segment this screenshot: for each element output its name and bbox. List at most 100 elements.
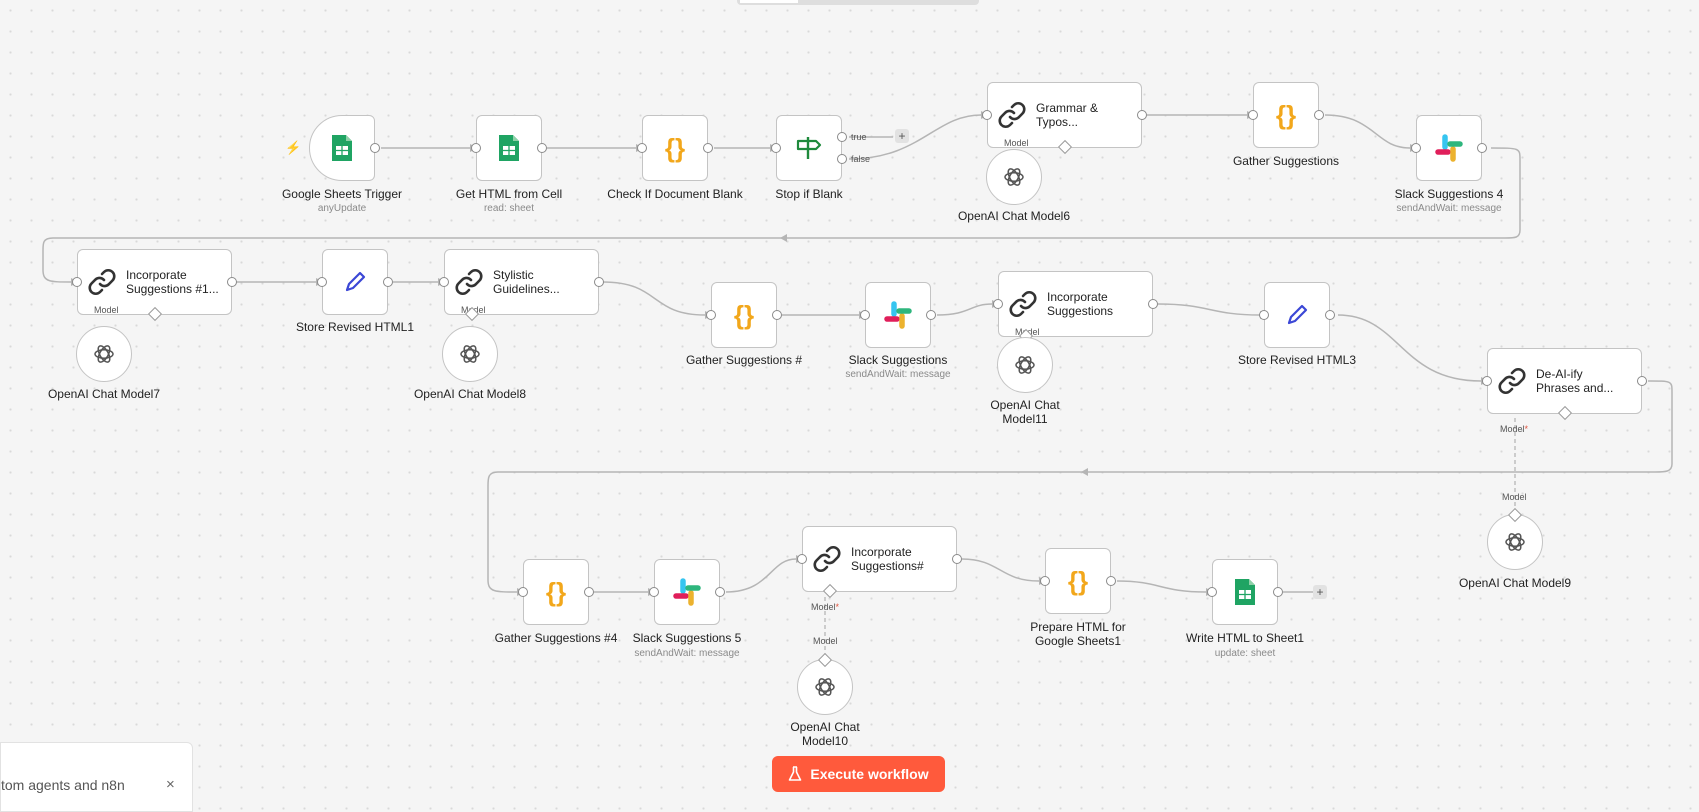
- input-port[interactable]: [637, 143, 647, 153]
- code-braces-icon: {}: [545, 576, 567, 607]
- model-required-label: Model*: [811, 602, 840, 612]
- node-prepare-html-google-sheets1[interactable]: {}: [1040, 548, 1116, 614]
- node-openai-chat-model11[interactable]: [997, 337, 1053, 393]
- node-subtitle: update: sheet: [1214, 648, 1276, 659]
- output-port[interactable]: [715, 587, 725, 597]
- node-title: Incorporate Suggestions#: [851, 545, 924, 573]
- node-incorporate-suggestions-hash[interactable]: Incorporate Suggestions#: [797, 526, 962, 599]
- node-store-revised-html3[interactable]: [1259, 282, 1335, 348]
- node-slack-suggestions-5[interactable]: [649, 559, 725, 625]
- input-port[interactable]: [1248, 110, 1258, 120]
- node-label: Google Sheets Trigger: [281, 187, 403, 201]
- output-port[interactable]: [1273, 587, 1283, 597]
- input-port[interactable]: [471, 143, 481, 153]
- node-label: Write HTML to Sheet1: [1185, 631, 1305, 645]
- node-openai-chat-model10[interactable]: [797, 652, 853, 715]
- connection: [848, 114, 982, 160]
- node-stylistic-guidelines[interactable]: Stylistic Guidelines... Model: [439, 249, 604, 322]
- node-store-revised-html1[interactable]: [317, 249, 393, 315]
- top-toolbar-indicator[interactable]: [737, 0, 979, 5]
- input-port[interactable]: [1207, 587, 1217, 597]
- node-incorporate-suggestions-1[interactable]: Incorporate Suggestions #1... Model: [72, 249, 237, 322]
- google-sheets-icon: [1235, 579, 1255, 605]
- link-chain-icon: [88, 269, 116, 295]
- input-port[interactable]: [797, 554, 807, 564]
- input-port[interactable]: [706, 310, 716, 320]
- input-port[interactable]: [518, 587, 528, 597]
- output-port[interactable]: [1314, 110, 1324, 120]
- node-title: Stylistic Guidelines...: [493, 268, 560, 296]
- output-port[interactable]: [227, 277, 237, 287]
- node-gather-suggestions[interactable]: {}: [1248, 82, 1324, 148]
- signpost-icon: [796, 137, 822, 159]
- output-port-false[interactable]: [837, 154, 847, 164]
- input-port[interactable]: [860, 310, 870, 320]
- input-port[interactable]: [771, 143, 781, 153]
- close-icon[interactable]: ×: [166, 776, 175, 793]
- code-braces-icon: {}: [1067, 565, 1089, 596]
- node-subtitle: sendAndWait: message: [1396, 203, 1502, 214]
- input-port[interactable]: [439, 277, 449, 287]
- output-port[interactable]: [1637, 376, 1647, 386]
- google-sheets-icon: [499, 135, 519, 161]
- connection: [1324, 114, 1411, 149]
- node-write-html-to-sheet1[interactable]: [1207, 559, 1283, 625]
- node-grammar-typos[interactable]: Grammar & Typos... Model: [982, 82, 1147, 155]
- output-port[interactable]: [1148, 299, 1158, 309]
- input-port[interactable]: [649, 587, 659, 597]
- output-port[interactable]: [383, 277, 393, 287]
- node-label: OpenAI Chat Model11: [990, 398, 1060, 426]
- flask-icon: [789, 766, 802, 781]
- output-port[interactable]: [1325, 310, 1335, 320]
- input-port[interactable]: [993, 299, 1003, 309]
- add-node-button[interactable]: +: [1313, 585, 1327, 599]
- node-stop-if-blank[interactable]: [771, 115, 847, 181]
- input-port[interactable]: [1259, 310, 1269, 320]
- node-subtitle: sendAndWait: message: [634, 648, 740, 659]
- branch-false-label: false: [851, 154, 871, 164]
- node-google-sheets-trigger[interactable]: [309, 115, 380, 181]
- pencil-icon: [1287, 304, 1308, 325]
- output-port[interactable]: [772, 310, 782, 320]
- output-port[interactable]: [703, 143, 713, 153]
- input-port[interactable]: [1482, 376, 1492, 386]
- model-required-label: Model*: [1500, 424, 1529, 434]
- input-port[interactable]: [317, 277, 327, 287]
- input-port[interactable]: [72, 277, 82, 287]
- output-port-true[interactable]: [837, 132, 847, 142]
- add-node-button[interactable]: +: [895, 129, 909, 143]
- node-label: Prepare HTML for Google Sheets1: [1030, 620, 1126, 648]
- output-port[interactable]: [926, 310, 936, 320]
- node-openai-chat-model8[interactable]: [442, 326, 498, 382]
- output-port[interactable]: [594, 277, 604, 287]
- output-port[interactable]: [584, 587, 594, 597]
- link-chain-icon: [455, 269, 483, 295]
- node-gather-suggestions-4[interactable]: {}: [518, 559, 594, 625]
- output-port[interactable]: [537, 143, 547, 153]
- node-slack-suggestions[interactable]: [860, 282, 936, 348]
- node-title: Incorporate Suggestions: [1047, 290, 1114, 318]
- node-label: OpenAI Chat Model7: [47, 387, 161, 401]
- node-openai-chat-model6[interactable]: [986, 149, 1042, 205]
- output-port[interactable]: [1477, 143, 1487, 153]
- input-port[interactable]: [1411, 143, 1421, 153]
- node-openai-chat-model7[interactable]: [76, 326, 132, 382]
- node-label: Gather Suggestions #4: [494, 631, 618, 645]
- output-port[interactable]: [370, 143, 380, 153]
- output-port[interactable]: [1106, 576, 1116, 586]
- node-incorporate-suggestions[interactable]: Incorporate Suggestions Model: [993, 271, 1158, 344]
- output-port[interactable]: [1137, 110, 1147, 120]
- node-gather-suggestions-hash[interactable]: {}: [706, 282, 782, 348]
- input-port[interactable]: [1040, 576, 1050, 586]
- input-port[interactable]: [982, 110, 992, 120]
- node-title: Incorporate Suggestions #1...: [126, 268, 219, 296]
- node-subtitle: read: sheet: [483, 203, 535, 214]
- node-check-if-document-blank[interactable]: {}: [637, 115, 713, 181]
- connection: [487, 380, 1673, 593]
- node-slack-suggestions-4[interactable]: [1411, 115, 1487, 181]
- execute-workflow-button[interactable]: Execute workflow: [772, 756, 945, 792]
- node-openai-chat-model9[interactable]: [1487, 507, 1543, 570]
- output-port[interactable]: [952, 554, 962, 564]
- node-de-ai-ify-phrases[interactable]: De-AI-ify Phrases and...: [1482, 348, 1647, 421]
- node-get-html-from-cell[interactable]: [471, 115, 547, 181]
